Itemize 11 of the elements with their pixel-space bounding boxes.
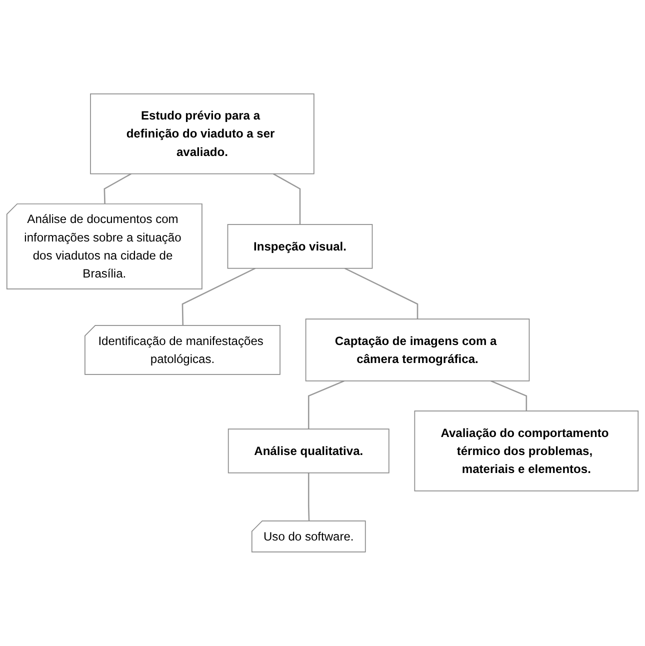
connector	[182, 268, 256, 326]
node-box: Inspeção visual.	[227, 224, 373, 269]
node-box: Análise qualitativa.	[228, 428, 390, 474]
connector	[308, 472, 310, 522]
connector	[272, 173, 301, 225]
connector	[344, 268, 418, 320]
node-box: Estudo prévio para a definição do viaduto a ser avaliado.	[90, 94, 314, 174]
node-box: Captação de imagens com a câmera termográfica.	[305, 318, 530, 382]
node-box: Avaliação do comportamento térmico dos problemas, materiais e elementos.	[414, 410, 639, 492]
connector	[490, 380, 528, 412]
connector	[104, 173, 132, 204]
